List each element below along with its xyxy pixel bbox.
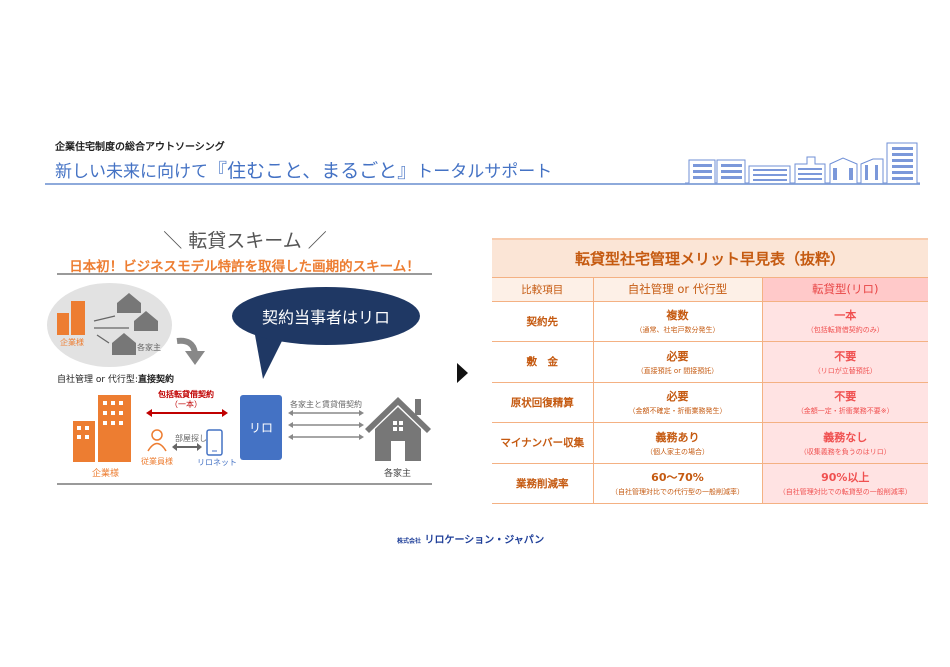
note: （包括転貸借契約のみ） [806,326,884,335]
note: （直接預託 or 間接預託） [636,366,719,375]
row-relo: 義務なし （収集義務を負うのはリロ） [762,422,928,464]
value: 60～70% [651,471,704,485]
employee-person-icon [147,429,167,452]
row-self: 必要 （金額不確定・折衝業務発生） [593,382,763,423]
row-item: マイナンバー収集 [492,422,594,464]
row-relo: 不要 （金額一定・折衝業務不要※） [762,382,928,423]
header-relo: 転貸型(リロ) [762,277,928,302]
value: 一本 [834,309,857,323]
room-search-label: 部屋探し [175,434,207,443]
arrow-right-icon [457,363,468,383]
old-company-label: 企業様 [60,338,84,347]
row-item: 業務削減率 [492,463,594,504]
contract-arrow-icon [146,409,228,417]
divider [57,273,432,275]
lease-arrows-icon [288,410,364,440]
row-self: 複数 （通常、社宅戸数分発生） [593,301,763,342]
double-arrow-icon [172,443,202,451]
header-item: 比較項目 [492,277,594,302]
old-scheme-caption: 自社管理 or 代行型:直接契約 [57,372,174,385]
note: （収集義務を負うのはリロ） [799,447,891,456]
employee-label: 従業員様 [141,457,173,466]
scheme-catchphrase: 日本初！ビジネスモデル特許を取得した画期的スキーム！ [69,259,420,275]
value: 不要 [834,390,857,404]
speech-bubble: 契約当事者はリロ [232,287,420,345]
row-item: 契約先 [492,301,594,342]
smartphone-icon [206,429,223,456]
buildings-skyline-icon [685,142,920,184]
row-item: 原状回復精算 [492,382,594,423]
row-relo: 90%以上 （自社管理対比での転貸型の一般削減率） [762,463,928,504]
row-self: 義務あり （個人家主の場合） [593,422,763,464]
lease-label: 各家主と賃貸借契約 [290,400,362,409]
company-logo: 株式会社 リロケーション・ジャパン [397,531,544,546]
value: 不要 [834,349,857,363]
table-row: 契約先 複数 （通常、社宅戸数分発生） 一本 （包括転貸借契約のみ） [492,301,928,342]
contract-label: 包括転貸借契約 [158,390,214,399]
company-label: 企業様 [92,469,120,479]
curved-arrow-icon [176,337,205,365]
table-row: 敷 金 必要 （直接預託 or 間接預託） 不要 （リロが立替預託） [492,341,928,383]
note: （自社管理対比での代行型の一般削減率） [611,488,744,497]
table-row: 業務削減率 60～70% （自社管理対比での代行型の一般削減率） 90%以上 （自社管理… [492,463,928,504]
logo-name: リロケーション・ジャパン [424,535,545,546]
landlord-label: 各家主 [384,469,412,479]
title-post: トータルサポート [416,162,553,182]
note: （通常、社宅戸数分発生） [635,326,720,335]
title-pre: 新しい未来に向けて [55,162,208,182]
table-row: 原状回復精算 必要 （金額不確定・折衝業務発生） 不要 （金額一定・折衝業務不要※） [492,382,928,423]
header-divider [45,183,920,185]
company-building-icon [57,301,85,335]
title-main: 『住むこと、まるごと』 [208,160,417,182]
divider [57,483,432,485]
relo-box: リロ [240,395,282,460]
contract-sublabel: （一本） [170,400,202,409]
table-title: 転貸型社宅管理メリット早見表（抜粋） [492,239,928,278]
house-icon [112,293,158,355]
table-row: マイナンバー収集 義務あり （個人家主の場合） 義務なし （収集義務を負うのはリロ） [492,422,928,464]
row-item: 敷 金 [492,341,594,383]
scheme-title: ＼ 転貸スキーム ／ [163,230,327,252]
value: 必要 [666,390,689,404]
value: 義務なし [823,430,868,444]
note: （個人家主の場合） [646,447,709,456]
value: 複数 [666,309,689,323]
value: 90%以上 [821,471,870,485]
relonet-label: リロネット [197,458,237,467]
header-title: 新しい未来に向けて『住むこと、まるごと』トータルサポート [55,156,552,183]
note: （金額一定・折衝業務不要※） [796,407,894,416]
row-relo: 一本 （包括転貸借契約のみ） [762,301,928,342]
header-subtitle: 企業住宅制度の総合アウトソーシング [55,142,225,153]
row-relo: 不要 （リロが立替預託） [762,341,928,383]
company-buildings-icon [73,395,131,462]
value: 義務あり [655,430,700,444]
landlord-house-icon [365,397,431,461]
merit-table: 転貸型社宅管理メリット早見表（抜粋） 比較項目 自社管理 or 代行型 転貸型(… [492,238,928,504]
header-self: 自社管理 or 代行型 [593,277,763,302]
logo-prefix: 株式会社 [397,538,422,545]
caption-bold: 直接契約 [137,375,174,385]
old-landlords-label: 各家主 [137,343,161,352]
note: （金額不確定・折衝業務発生） [628,407,727,416]
bubble-tail [255,335,285,379]
old-scheme-diagram [57,293,158,355]
row-self: 60～70% （自社管理対比での代行型の一般削減率） [593,463,763,504]
row-self: 必要 （直接預託 or 間接預託） [593,341,763,383]
caption-text: 自社管理 or 代行型: [57,375,138,385]
note: （リロが立替預託） [813,366,877,375]
value: 必要 [666,349,689,363]
table-header-row: 比較項目 自社管理 or 代行型 転貸型(リロ) [492,277,928,302]
note: （自社管理対比での転貸型の一般削減率） [778,488,912,497]
